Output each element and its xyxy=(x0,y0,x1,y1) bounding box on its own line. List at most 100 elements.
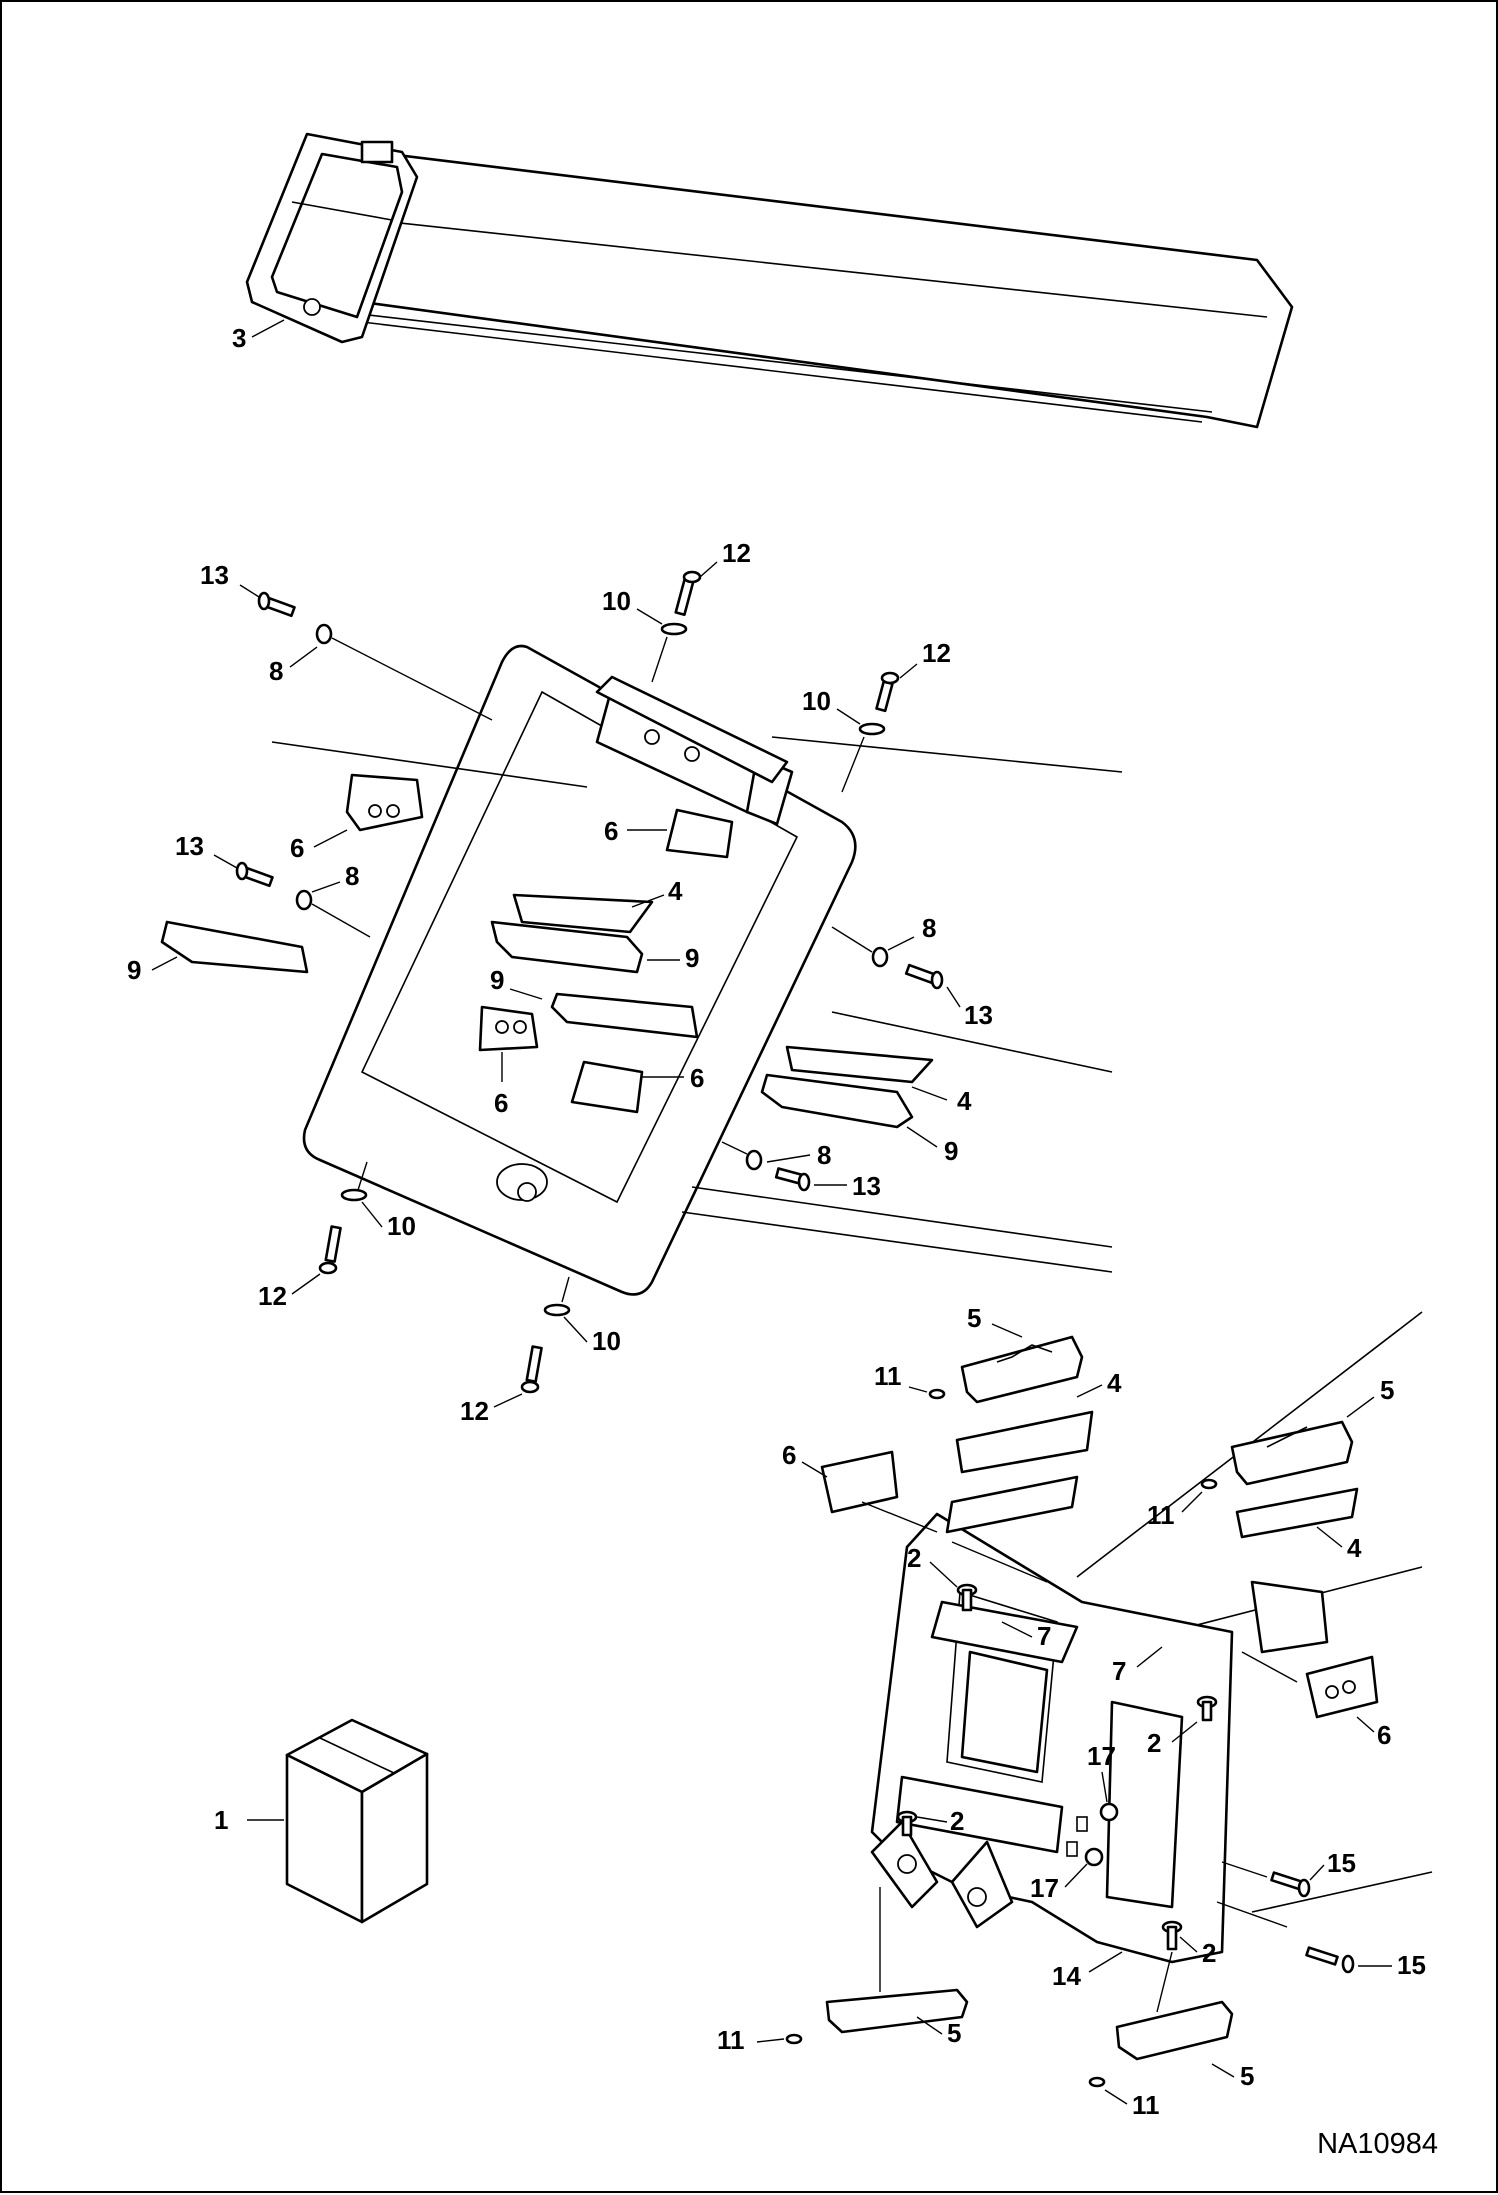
pad-9-right xyxy=(760,1073,914,1129)
pad-9-left xyxy=(160,920,309,974)
bolt-12-top xyxy=(674,570,702,617)
callout-15: 15 xyxy=(1397,1950,1426,1980)
callout-9: 9 xyxy=(127,955,141,985)
block-5-top-right xyxy=(1230,1420,1354,1486)
callout-2: 2 xyxy=(1147,1728,1161,1758)
callout-5: 5 xyxy=(947,2018,961,2048)
washer-8-right xyxy=(871,946,889,968)
block-5-top-left xyxy=(960,1335,1084,1404)
callout-10: 10 xyxy=(592,1326,621,1356)
callout-13: 13 xyxy=(852,1171,881,1201)
bolt-2-upper-right xyxy=(1196,1695,1218,1722)
bracket-6-upper xyxy=(665,808,734,859)
callout-8: 8 xyxy=(345,861,359,891)
bolt-15-upper xyxy=(1221,1861,1311,1898)
callout-14: 14 xyxy=(1052,1961,1081,1991)
bolt-13-mid-left xyxy=(235,861,274,888)
callout-9: 9 xyxy=(944,1136,958,1166)
callout-6: 6 xyxy=(604,816,618,846)
bolt-13-right xyxy=(904,963,944,990)
plate-4-lower-left xyxy=(955,1410,1094,1474)
callout-12: 12 xyxy=(258,1281,287,1311)
washer-8-lower-right xyxy=(745,1149,763,1171)
pad-9-center xyxy=(490,920,644,974)
pad-6-lower-left xyxy=(820,1450,899,1514)
callout-15: 15 xyxy=(1327,1848,1356,1878)
bracket-6-lower xyxy=(570,1060,644,1114)
callout-6: 6 xyxy=(1377,1720,1391,1750)
washer-8-mid-left xyxy=(295,889,313,911)
callout-10: 10 xyxy=(602,586,631,616)
callout-11: 11 xyxy=(717,2025,745,2055)
cab-guard-assembly xyxy=(245,132,1294,429)
callout-8: 8 xyxy=(269,656,283,686)
bolt-13-top-left xyxy=(257,591,296,618)
callout-5: 5 xyxy=(1240,2061,1254,2091)
callout-10: 10 xyxy=(802,686,831,716)
callout-13: 13 xyxy=(200,560,229,590)
plate-upper-left xyxy=(945,1475,1079,1534)
callout-3: 3 xyxy=(232,323,246,353)
callout-9: 9 xyxy=(685,943,699,973)
callout-4: 4 xyxy=(1107,1368,1122,1398)
callout-17: 17 xyxy=(1030,1873,1059,1903)
screw-11-upper-right xyxy=(1200,1478,1218,1490)
callout-12: 12 xyxy=(722,538,751,568)
nut-17-upper xyxy=(1099,1802,1119,1822)
callout-5: 5 xyxy=(1380,1375,1394,1405)
callout-10: 10 xyxy=(387,1211,416,1241)
bolt-15-lower xyxy=(1216,1901,1355,1974)
callout-8: 8 xyxy=(922,913,936,943)
bolt-2-upper-left xyxy=(956,1583,978,1612)
nut-17-lower xyxy=(1084,1847,1104,1867)
pad-6-lower-right xyxy=(1305,1655,1379,1719)
callout-5: 5 xyxy=(967,1303,981,1333)
bolt-12-bottom xyxy=(520,1345,543,1394)
block-5-bottom-left xyxy=(825,1887,969,2034)
rear-frame-ring xyxy=(302,644,857,1296)
callout-4: 4 xyxy=(668,876,683,906)
callout-4: 4 xyxy=(957,1086,972,1116)
callout-12: 12 xyxy=(460,1396,489,1426)
callout-11: 11 xyxy=(874,1361,902,1391)
callout-8: 8 xyxy=(817,1140,831,1170)
washer-10-bottom xyxy=(543,1303,571,1317)
callout-13: 13 xyxy=(964,1000,993,1030)
callout-6: 6 xyxy=(290,833,304,863)
callout-4: 4 xyxy=(1347,1533,1362,1563)
washer-10-top xyxy=(660,622,688,636)
callout-6: 6 xyxy=(494,1088,508,1118)
callout-17: 17 xyxy=(1087,1741,1116,1771)
kit-box xyxy=(285,1718,429,1924)
callout-11: 11 xyxy=(1132,2090,1160,2120)
screw-11-upper-left xyxy=(928,1388,946,1400)
washer-10-left xyxy=(340,1188,368,1202)
screw-11-bottom-left xyxy=(785,2033,803,2045)
bolt-12-right xyxy=(875,671,900,713)
callout-1: 1 xyxy=(214,1805,228,1835)
pad-6-center xyxy=(478,1005,539,1052)
lower-frame-assembly xyxy=(870,1311,1433,1964)
callout-13: 13 xyxy=(175,831,204,861)
washer-10-right xyxy=(858,722,886,736)
callout-6: 6 xyxy=(782,1440,796,1470)
screw-11-bottom-right xyxy=(1088,2076,1106,2088)
bolt-12-left xyxy=(318,1225,342,1275)
washer-8-top-left xyxy=(315,623,333,645)
callout-7: 7 xyxy=(1037,1621,1051,1651)
plate-4-right xyxy=(785,1045,934,1084)
plate-4-center xyxy=(512,893,654,934)
callout-6: 6 xyxy=(690,1063,704,1093)
callout-2: 2 xyxy=(1202,1938,1216,1968)
callout-11: 11 xyxy=(1147,1500,1175,1530)
callout-2: 2 xyxy=(907,1543,921,1573)
bolt-2-lower-right xyxy=(1161,1920,1183,1951)
pad-6-upper-left xyxy=(345,773,424,832)
pad-9-center-lower xyxy=(550,992,699,1039)
callout-9: 9 xyxy=(490,965,504,995)
drawing-code: NA10984 xyxy=(1317,2128,1438,2160)
callout-12: 12 xyxy=(922,638,951,668)
bolt-13-lower-right xyxy=(774,1167,811,1192)
